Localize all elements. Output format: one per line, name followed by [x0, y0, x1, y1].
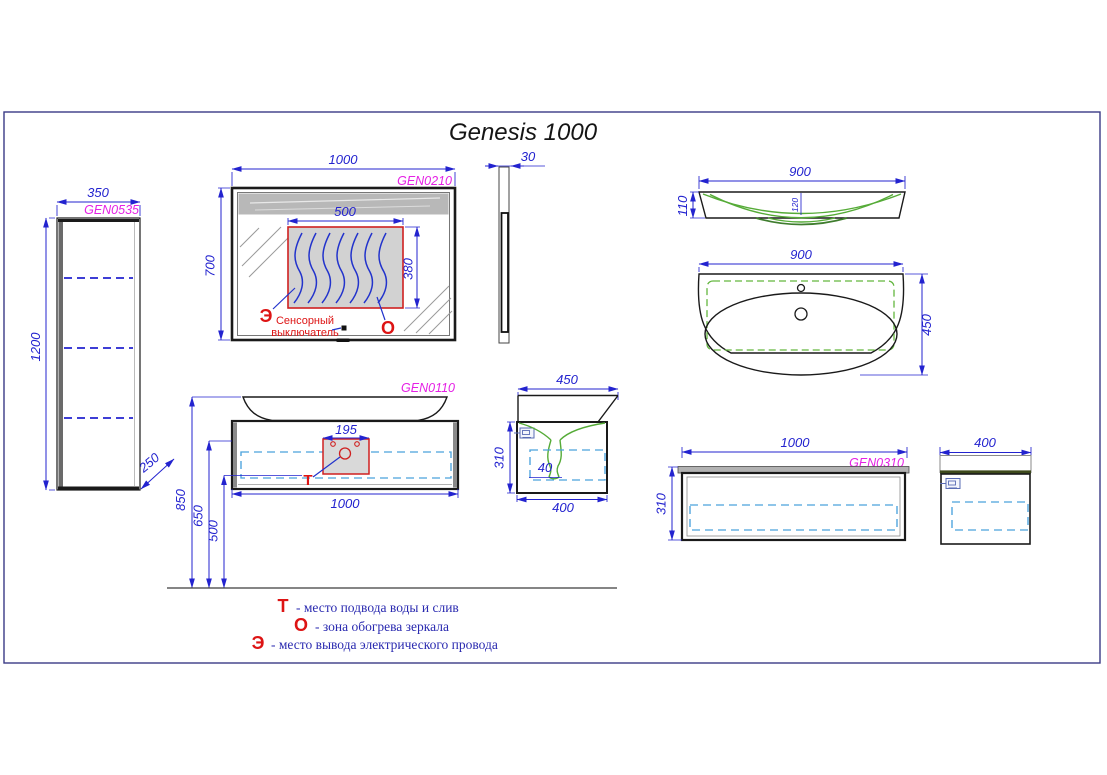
washbasin-bowl-depth-dim: 120	[790, 198, 800, 212]
heating-marker: О	[381, 318, 395, 338]
sensor-switch-label-line2: выключатель	[271, 327, 339, 339]
tall-cabinet-body	[56, 217, 141, 491]
sensor-switch-label-line1: Сенсорный	[276, 315, 334, 327]
washbasin-height-dim: 110	[675, 195, 690, 216]
legend-symbol-electric: Э	[252, 633, 265, 653]
mirror-inner-frame	[237, 192, 450, 336]
legend-text-water: - место подвода воды и слив	[296, 600, 459, 615]
service-zone-width-dim: 195	[335, 422, 357, 437]
vanity-cabinet-depth-dim: 400	[552, 500, 574, 515]
brand-logo-mark	[336, 338, 350, 342]
vanity-side-view: 450 40 310 400	[492, 372, 619, 515]
wall-cabinet-height-dim: 310	[654, 492, 669, 514]
electrical-marker: Э	[260, 306, 273, 326]
washbasin-plan-depth-dim: 450	[919, 313, 934, 335]
vanity-code: GEN0110	[401, 381, 455, 395]
vanity-side-edge-right	[453, 422, 457, 488]
drain-hole	[338, 447, 352, 460]
clearance-dim: 40	[538, 460, 553, 475]
worktop-depth-dim: 450	[556, 372, 578, 387]
legend: Т - место подвода воды и слив О - зона о…	[252, 596, 498, 653]
mirror-glass-hatch	[239, 226, 453, 335]
lamp-reflection-streak	[249, 197, 441, 204]
washbasin-bowl-ellipse	[704, 292, 898, 376]
tall-cabinet-width-dim: 350	[87, 185, 109, 200]
drawing-title: Genesis 1000	[449, 119, 598, 146]
mirror-thickness-dim: 30	[521, 149, 536, 164]
heater-wave-lines	[293, 232, 388, 304]
basin-underside-curves	[518, 422, 606, 441]
tall-cabinet-shelf-lines	[64, 277, 133, 419]
height-to-drain-dim: 500	[206, 519, 221, 541]
mirror-side-glass	[500, 212, 509, 333]
mirror-side-view: 30	[485, 149, 545, 344]
height-to-top-dim: 850	[173, 488, 188, 510]
washbasin-plan-view: 900 450	[697, 247, 934, 376]
supply-hole-left	[330, 441, 336, 447]
overflow-hole	[794, 307, 808, 321]
tall-cabinet-bottom-edge	[58, 486, 139, 490]
wall-bracket-icon	[940, 478, 961, 489]
legend-text-electric: - место вывода электрического провода	[271, 637, 498, 652]
wall-cabinet-front-view: 1000 GEN0310 310	[654, 435, 910, 542]
vanity-side-edge-left	[233, 422, 237, 488]
washbasin-front-view: 900 110 120	[675, 164, 906, 226]
faucet-hole	[796, 283, 806, 293]
legend-symbol-heat: О	[294, 615, 308, 635]
vanity-side-drawer-dash	[529, 449, 606, 481]
mirror-heated-zone	[287, 226, 404, 309]
service-zone	[322, 438, 370, 475]
water-marker: Т	[303, 472, 312, 489]
supply-hole-right	[354, 441, 360, 447]
legend-text-heat: - зона обогрева зеркала	[315, 619, 449, 634]
vanity-front-view: GEN0110 195 Т 1000 850 650 500	[167, 381, 617, 589]
washbasin-width-dim: 900	[789, 164, 811, 179]
heated-zone-width-dim: 500	[334, 204, 356, 219]
mirror-height-dim: 700	[203, 254, 218, 276]
washbasin-body-outline	[698, 191, 906, 219]
mirror-code: GEN0210	[397, 174, 452, 188]
drawing-frame	[3, 111, 1101, 664]
tall-cabinet-code: GEN0535	[84, 203, 139, 217]
washbasin-plan-outline	[697, 273, 905, 354]
legend-symbol-water: Т	[278, 596, 289, 616]
height-to-zone-dim: 650	[191, 504, 206, 526]
wall-cabinet-side-top	[939, 455, 1032, 473]
vanity-cabinet-height-dim: 310	[492, 446, 507, 468]
wall-cabinet-width-dim: 1000	[781, 435, 811, 450]
vanity-side-worktop	[517, 394, 619, 423]
vanity-basin-profile	[242, 396, 448, 422]
tall-cabinet-top-edge	[58, 219, 139, 222]
washbasin-plan-width-dim: 900	[790, 247, 812, 262]
wall-cabinet-inner-frame	[686, 476, 901, 537]
tall-cabinet-side-panel	[58, 219, 63, 489]
tall-cabinet-height-dim: 1200	[28, 332, 43, 362]
vanity-width-dim: 1000	[331, 496, 361, 511]
lamp-reflection-streak	[254, 205, 431, 211]
washbasin-plan-inner-dash	[706, 280, 895, 351]
wall-cabinet-side-view: 400	[939, 435, 1032, 545]
wall-cabinet-body	[680, 471, 907, 542]
mirror-width-dim: 1000	[329, 152, 359, 167]
wall-cabinet-depth-dim: 400	[974, 435, 996, 450]
heated-zone-height-dim: 380	[401, 257, 416, 279]
mirror-front-view: 1000 GEN0210 500 380 700 Э О Сенсо	[203, 152, 457, 342]
wall-bracket-icon	[514, 427, 535, 439]
sensor-switch-dot	[341, 325, 347, 331]
